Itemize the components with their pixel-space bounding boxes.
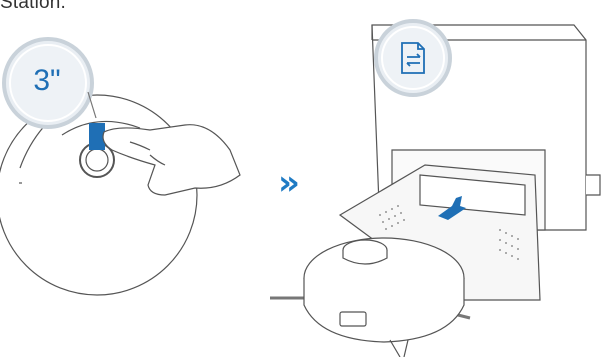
robot-on-ramp bbox=[270, 238, 470, 357]
dock-status-badge bbox=[376, 21, 450, 95]
next-step-arrow-icon: » bbox=[278, 163, 290, 203]
hold-time-label: 3" bbox=[16, 64, 78, 98]
